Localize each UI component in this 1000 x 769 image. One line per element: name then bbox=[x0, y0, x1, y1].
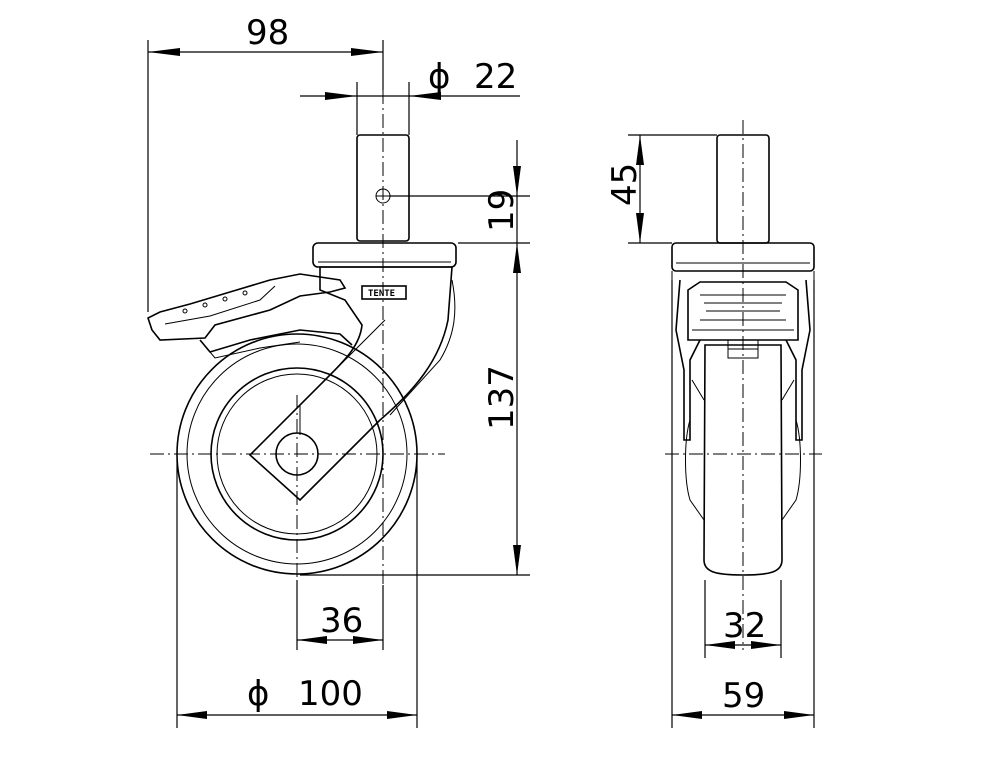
side-wheel-rim bbox=[210, 367, 384, 541]
dim-width-59: 59 bbox=[722, 676, 765, 716]
brake-lever bbox=[147, 273, 347, 341]
dim-stem-dia-symbol: ϕ bbox=[428, 57, 450, 97]
side-stem bbox=[356, 134, 410, 242]
side-dimensions: 98 ϕ 22 19 137 36 ϕ 100 bbox=[147, 13, 530, 728]
dim-hub-36: 36 bbox=[320, 601, 363, 641]
front-wheel bbox=[703, 344, 783, 576]
swivel-head-top bbox=[312, 242, 457, 268]
side-view: TENTE bbox=[147, 90, 457, 585]
front-brake-pedal bbox=[687, 281, 799, 341]
dim-stem-45: 45 bbox=[605, 163, 645, 206]
dim-hole-19: 19 bbox=[482, 189, 522, 232]
fork-body bbox=[248, 266, 453, 502]
dim-height-137: 137 bbox=[482, 365, 522, 430]
front-fork bbox=[675, 279, 811, 441]
dim-wheel-dia-symbol: ϕ bbox=[247, 674, 269, 714]
dim-wheel-dia-value: 100 bbox=[298, 674, 363, 714]
side-wheel-hub bbox=[275, 432, 319, 476]
dim-offset-98: 98 bbox=[246, 13, 289, 53]
dim-stem-dia-value: 22 bbox=[474, 57, 517, 97]
side-wheel-rim-inner bbox=[216, 373, 378, 535]
front-dimensions: 45 32 59 bbox=[605, 134, 815, 728]
front-view bbox=[665, 120, 822, 650]
side-wheel-tread bbox=[176, 333, 418, 575]
front-head-plate bbox=[671, 242, 815, 272]
side-wheel-tread-inner bbox=[186, 343, 408, 565]
brand-logo: TENTE bbox=[368, 289, 395, 299]
dim-tread-32: 32 bbox=[723, 606, 766, 646]
brand-logo-plate bbox=[361, 285, 407, 300]
